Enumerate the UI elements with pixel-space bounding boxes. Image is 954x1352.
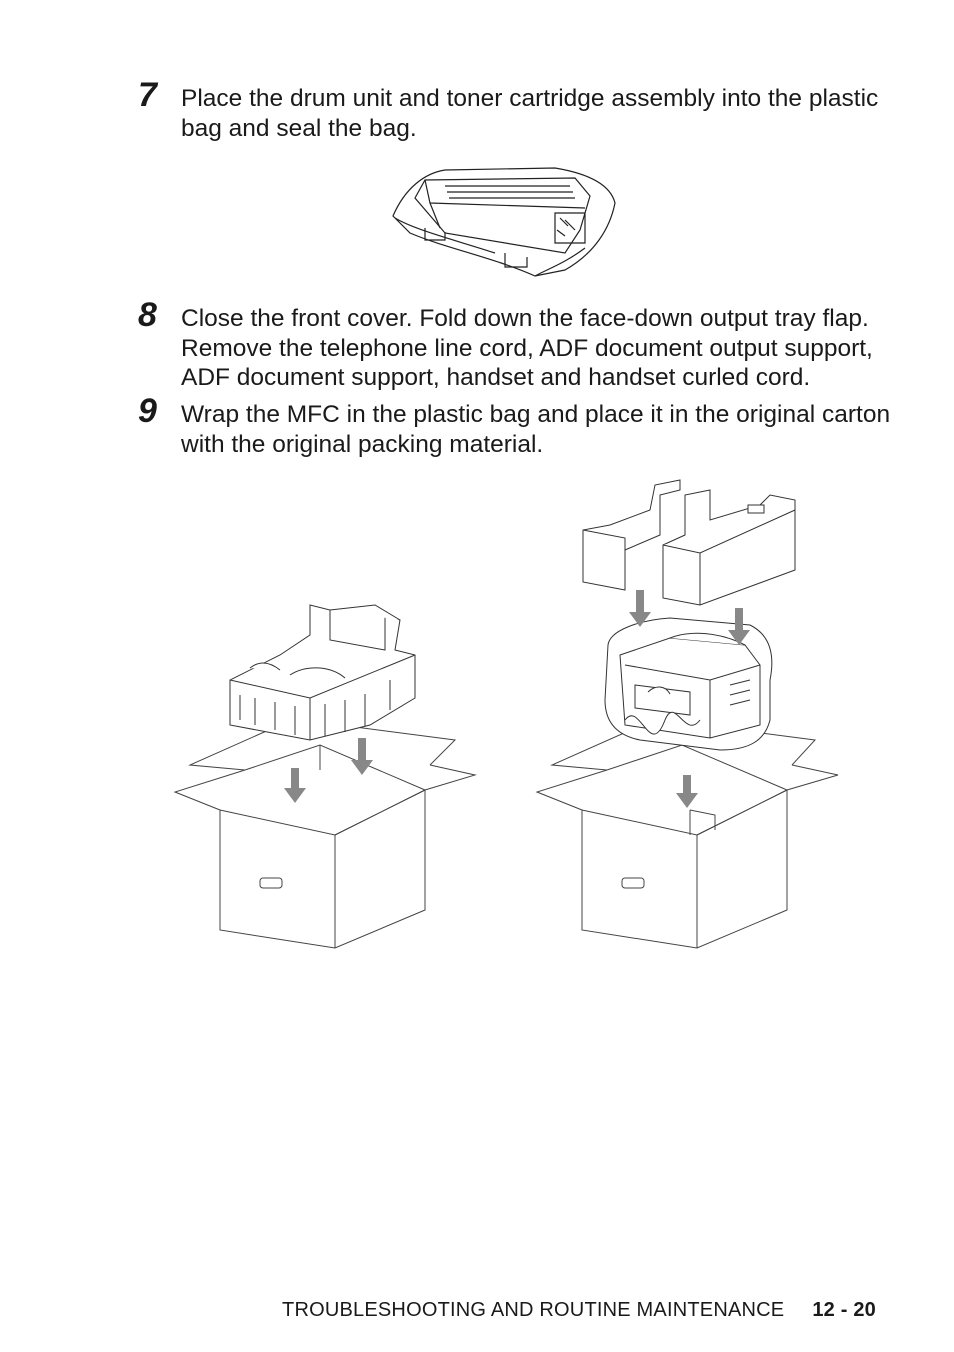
page-footer: TROUBLESHOOTING AND ROUTINE MAINTENANCE 1… — [282, 1299, 876, 1322]
drum-unit-bag-illustration — [385, 158, 620, 280]
step-text: Place the drum unit and toner cartridge … — [181, 85, 879, 142]
step-number: 7 — [138, 76, 157, 114]
packing-carton-illustration — [170, 470, 850, 955]
step-text: Wrap the MFC in the plastic bag and plac… — [181, 401, 891, 458]
step-number: 8 — [138, 296, 157, 334]
page-number: 12 - 20 — [812, 1299, 876, 1321]
step-7: 7 Place the drum unit and toner cartridg… — [138, 76, 898, 143]
footer-section-title: TROUBLESHOOTING AND ROUTINE MAINTENANCE — [282, 1299, 785, 1321]
step-9: 9 Wrap the MFC in the plastic bag and pl… — [138, 392, 898, 459]
step-number: 9 — [138, 392, 157, 430]
step-text: Close the front cover. Fold down the fac… — [181, 305, 873, 391]
step-8: 8 Close the front cover. Fold down the f… — [138, 296, 898, 393]
